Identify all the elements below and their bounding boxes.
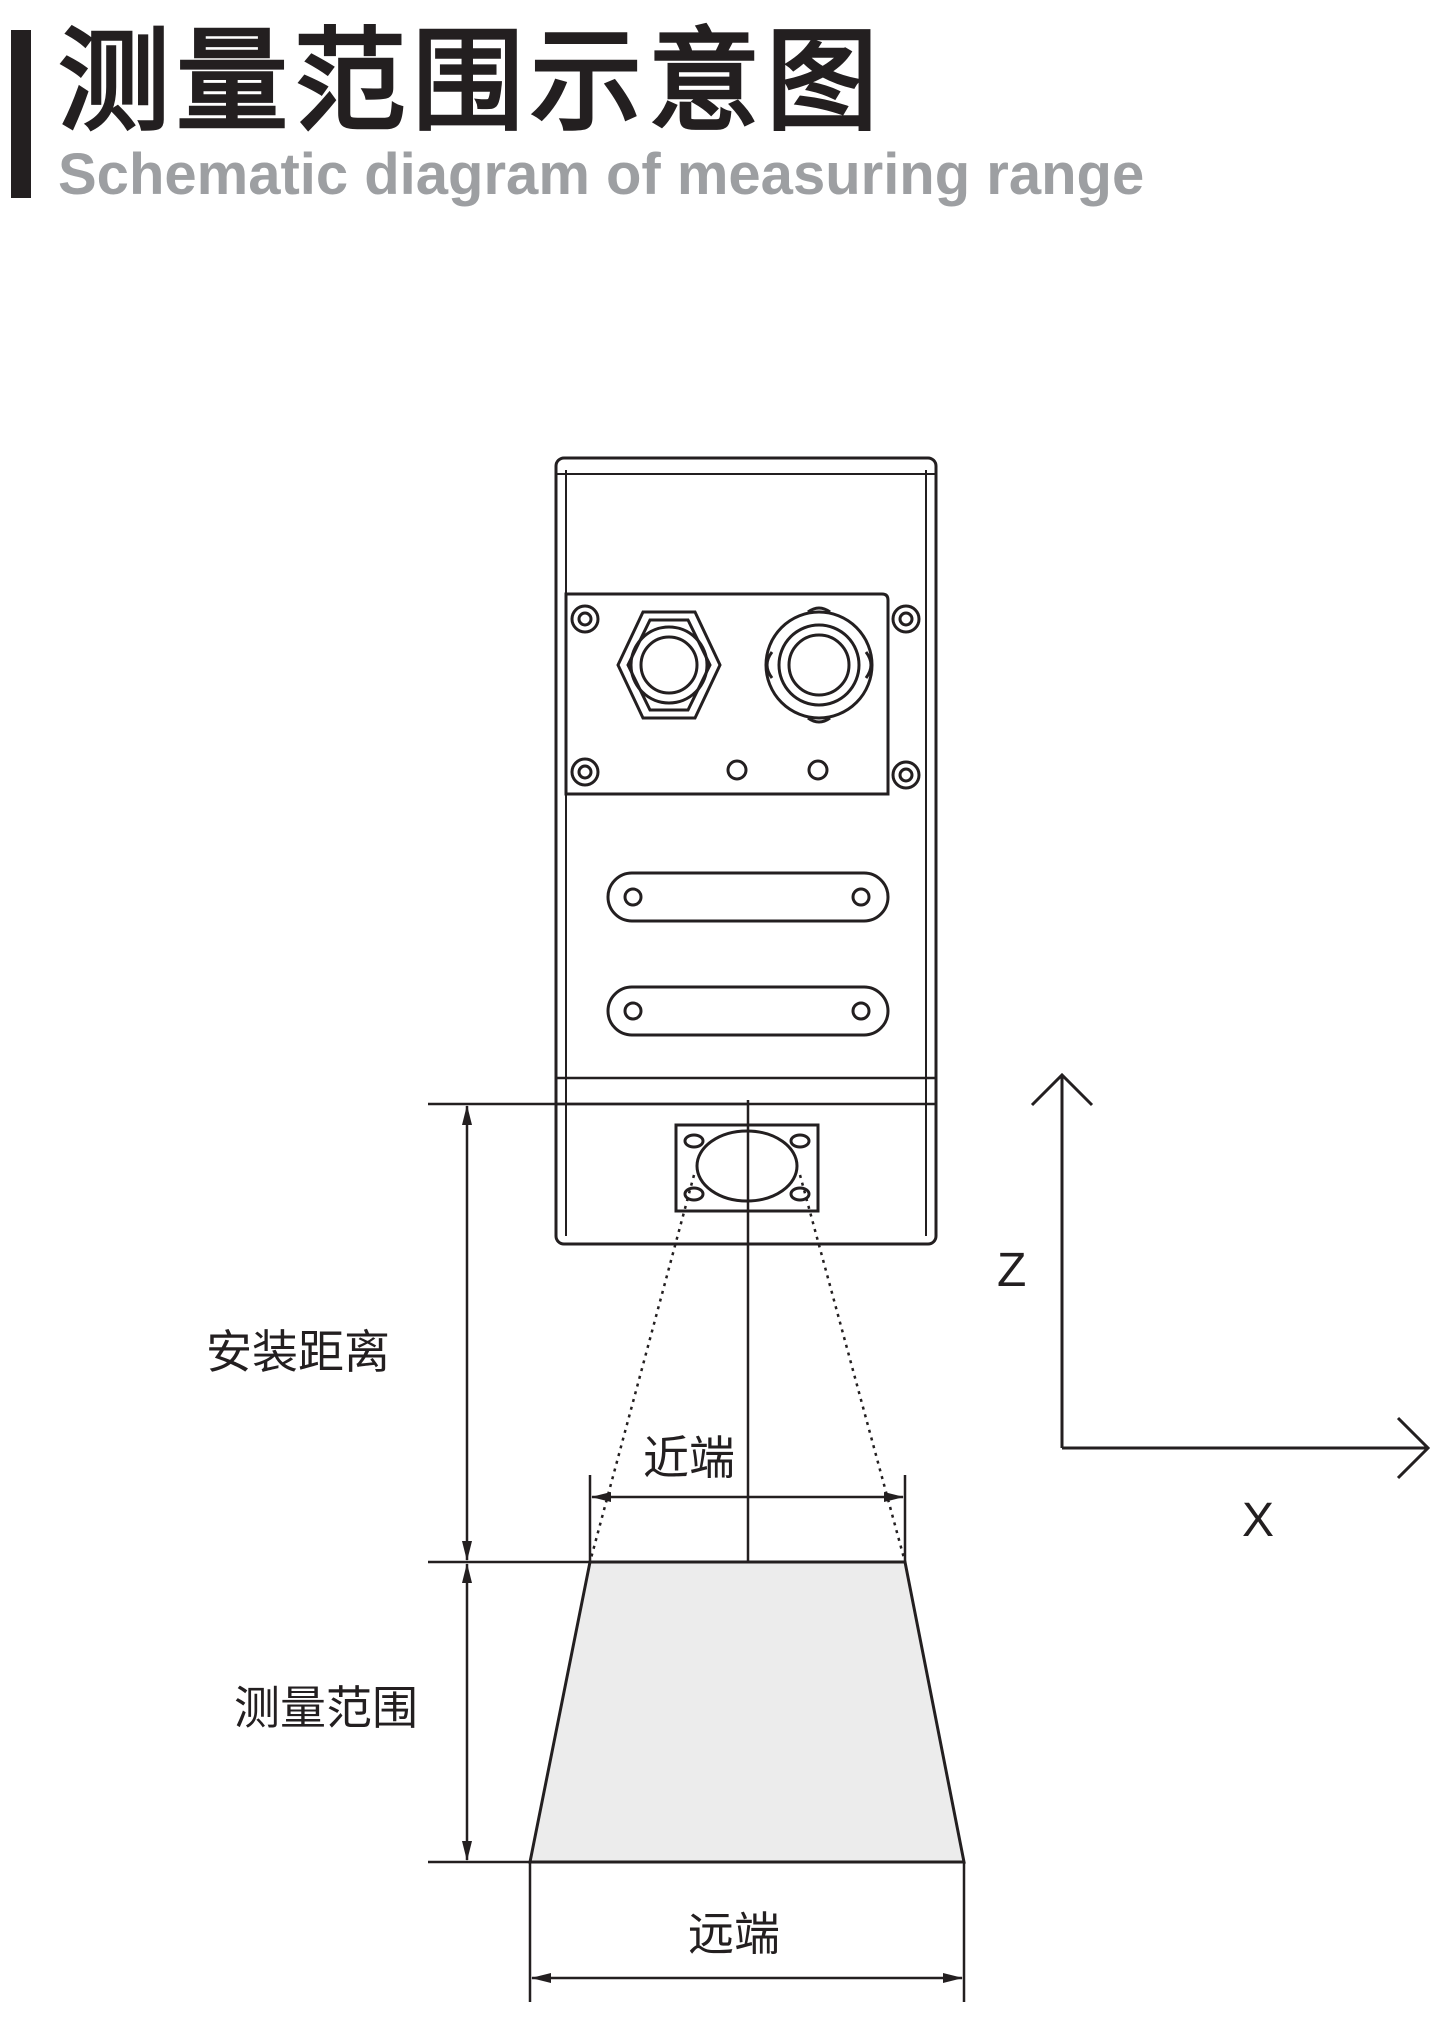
near-end-dimension [588,1475,907,1562]
mount-distance-label: 安装距离 [206,1325,390,1379]
screw-icon [570,757,600,787]
far-end-label: 远端 [688,1907,780,1961]
hole-icon [726,759,748,781]
measuring-range-label: 测量范围 [234,1681,418,1735]
hole-icon [807,759,829,781]
z-axis-label: Z [997,1244,1026,1297]
round-connector-icon [764,606,874,724]
z-axis-arrow-icon [1030,1072,1094,1107]
coordinate-axes [1030,1072,1431,1480]
screw-icon [891,760,921,790]
measuring-range-area [528,1560,966,1864]
field-of-view [588,1174,907,1563]
sensor-housing [554,456,938,1246]
x-axis-arrow-icon [1396,1416,1431,1480]
reference-lines [428,1102,748,1864]
page-title: 测量范围示意图 [58,17,884,147]
title-accent-bar [11,30,31,198]
connector-panel [564,592,921,796]
screw-icon [570,604,600,634]
mounting-slot [606,871,890,923]
near-end-label: 近端 [643,1431,735,1485]
hex-connector-icon [616,610,722,720]
page-subtitle: Schematic diagram of measuring range [58,142,1145,207]
screw-icon [891,604,921,634]
x-axis-label: X [1242,1494,1274,1547]
mounting-slot [606,985,890,1037]
header: 测量范围示意图 Schematic diagram of measuring r… [0,0,1440,230]
mounting-slots [606,871,890,1037]
far-end-dimension [528,1862,966,2002]
